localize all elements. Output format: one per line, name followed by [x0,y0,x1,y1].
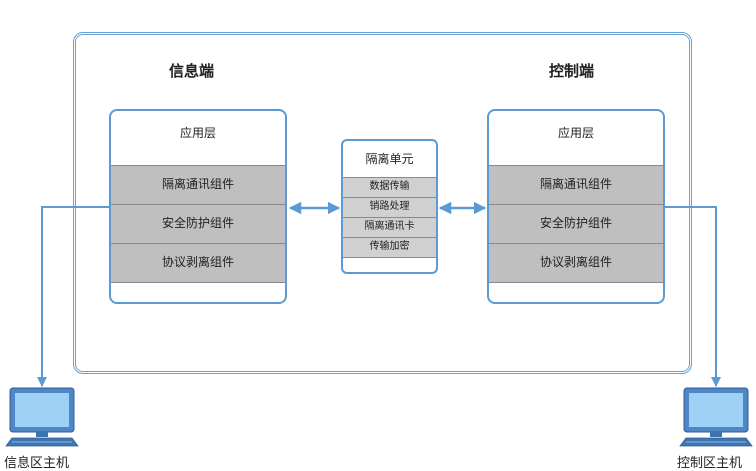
link-info-host [37,206,109,387]
info-host-computer-icon [5,387,79,447]
isolation-unit-title: 隔离单元 [365,152,414,166]
control-comp-security: 安全防护组件 [489,204,663,243]
info-comp-isolation-comm: 隔离通讯组件 [111,165,285,204]
info-host-label: 信息区主机 [4,456,70,471]
info-app-layer: 应用层 [179,126,216,140]
isolation-row-data-transfer: 数据传输 [343,177,436,197]
control-host-label: 控制区主机 [677,456,743,471]
isolation-unit: 隔离单元 数据传输 销路处理 隔离通讯卡 传输加密 [341,139,438,274]
control-comp-isolation-comm: 隔离通讯组件 [489,165,663,204]
info-comp-security: 安全防护组件 [111,204,285,243]
control-comp-protocol-strip: 协议剥离组件 [489,243,663,283]
info-side-stack: 应用层 隔离通讯组件 安全防护组件 协议剥离组件 [109,109,287,304]
link-control-host [665,206,721,387]
control-side-title: 控制端 [549,62,595,80]
control-side-stack: 应用层 隔离通讯组件 安全防护组件 协议剥离组件 [487,109,665,304]
control-app-layer: 应用层 [557,126,594,140]
info-side-title: 信息端 [169,62,215,80]
isolation-row-processing: 销路处理 [343,197,436,217]
isolation-row-encryption: 传输加密 [343,237,436,258]
info-comp-protocol-strip: 协议剥离组件 [111,243,285,283]
isolation-row-comm-card: 隔离通讯卡 [343,217,436,237]
control-host-computer-icon [679,387,753,447]
system-boundary [73,32,692,374]
